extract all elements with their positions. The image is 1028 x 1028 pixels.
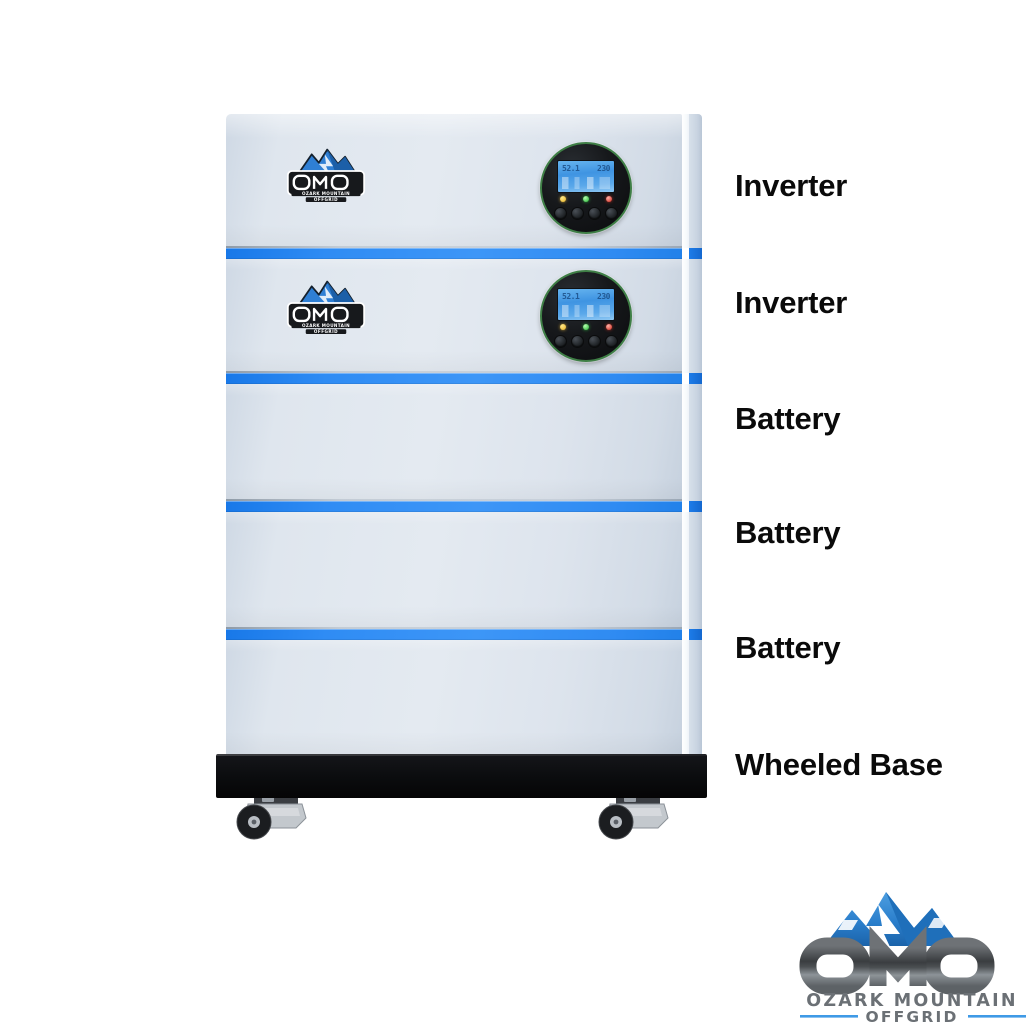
module-battery-3 [226,629,702,754]
module-divider-stripe [226,373,702,384]
led-fault-icon [606,324,612,330]
callout-label-wheeled-base: Wheeled Base [735,747,943,782]
stripe-side [689,629,702,640]
panel-button-esc[interactable] [555,208,566,219]
panel-button-down[interactable] [589,336,600,347]
module-seam [226,499,682,501]
callout-label-battery-2: Battery [735,515,841,550]
module-side-face [689,114,702,248]
caster-wheel-right [594,794,676,842]
module-edge-highlight [682,373,689,501]
module-divider-stripe [226,501,702,512]
panel-button-enter[interactable] [606,208,617,219]
module-side-face [689,629,702,754]
module-front-face [226,629,682,754]
lcd-display: 52.1 230 [557,288,615,321]
inverter-control-panel[interactable]: 52.1 230 [540,142,632,234]
module-battery-2 [226,501,702,629]
stripe-side [689,248,702,259]
module-seam [226,246,682,248]
panel-button-row [555,336,617,347]
stripe-gap [682,629,689,640]
brand-logo-ozark-mountain-offgrid: OZARK MOUNTAIN OFFGRID [782,884,1028,1024]
led-charging-icon [583,324,589,330]
module-side-face [689,501,702,629]
module-battery-1 [226,373,702,501]
callout-label-battery-1: Battery [735,401,841,436]
omo-badge-logo: OZARK MOUNTAIN OFFGRID [278,146,374,208]
panel-button-esc[interactable] [555,336,566,347]
module-side-face [689,373,702,501]
caster-wheel-left [232,794,314,842]
panel-button-enter[interactable] [606,336,617,347]
callout-label-inverter-2: Inverter [735,285,848,320]
led-fault-icon [606,196,612,202]
lcd-status-glyphs [562,177,610,189]
led-charging-icon [583,196,589,202]
lcd-right-value: 230 [597,164,610,173]
module-seam [226,371,682,373]
stripe-side [689,501,702,512]
module-front-face [226,501,682,629]
stripe-gap [682,373,689,384]
lcd-right-value: 230 [597,292,610,301]
panel-button-down[interactable] [589,208,600,219]
inverter-control-panel[interactable]: 52.1 230 [540,270,632,362]
svg-text:OFFGRID: OFFGRID [865,1008,958,1024]
led-indicator-group [560,196,612,202]
led-ac-dc-icon [560,196,566,202]
led-indicator-group [560,324,612,330]
lcd-status-glyphs [562,305,610,317]
panel-button-up[interactable] [572,336,583,347]
module-side-face [689,248,702,373]
stripe-front [226,373,682,384]
module-divider-stripe [226,629,702,640]
panel-button-up[interactable] [572,208,583,219]
stripe-front [226,501,682,512]
panel-button-row [555,208,617,219]
module-edge-highlight [682,629,689,754]
module-divider-stripe [226,248,702,259]
callout-label-battery-3: Battery [735,630,841,665]
lcd-display: 52.1 230 [557,160,615,193]
lcd-left-value: 52.1 [562,292,580,301]
svg-text:OFFGRID: OFFGRID [314,329,338,334]
svg-text:OZARK MOUNTAIN: OZARK MOUNTAIN [302,323,350,328]
stripe-side [689,373,702,384]
module-edge-highlight [682,501,689,629]
stripe-front [226,248,682,259]
omo-badge-logo: OZARK MOUNTAIN OFFGRID [278,278,374,340]
module-seam [226,627,682,629]
stripe-gap [682,501,689,512]
module-front-face [226,373,682,501]
product-stack: OZARK MOUNTAIN OFFGRID 52.1 230 [226,114,702,754]
svg-text:OZARK MOUNTAIN: OZARK MOUNTAIN [806,991,1017,1011]
svg-text:OZARK MOUNTAIN: OZARK MOUNTAIN [302,191,350,196]
led-ac-dc-icon [560,324,566,330]
stripe-gap [682,248,689,259]
callout-label-inverter-1: Inverter [735,168,848,203]
module-edge-highlight [682,248,689,373]
svg-text:OFFGRID: OFFGRID [314,197,338,202]
module-edge-highlight [682,114,689,248]
wheeled-base-unit [216,754,707,798]
stripe-front [226,629,682,640]
module-inverter-2: OZARK MOUNTAIN OFFGRID 52.1 230 [226,248,702,373]
lcd-left-value: 52.1 [562,164,580,173]
module-inverter-1: OZARK MOUNTAIN OFFGRID 52.1 230 [226,114,702,248]
